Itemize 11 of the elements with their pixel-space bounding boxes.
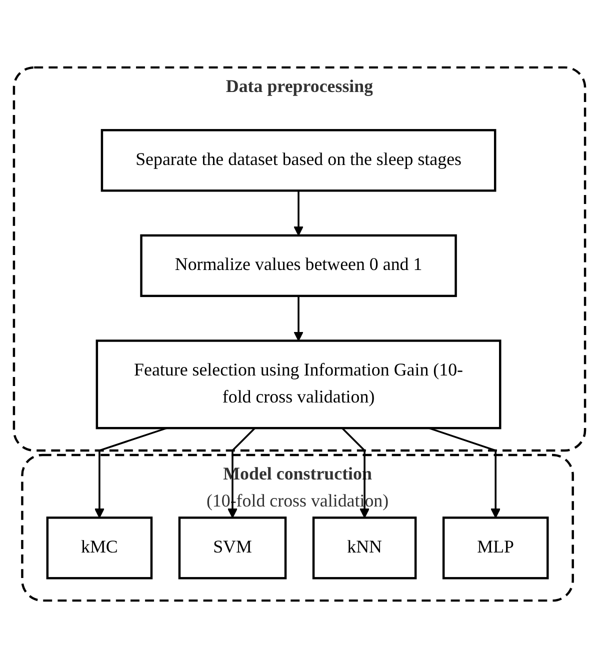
node-box: Separate the dataset based on the sleep stages bbox=[100, 129, 496, 192]
node-box: Feature selection using Information Gain (10-fold cross validation) bbox=[96, 340, 502, 430]
node-box: kMC bbox=[46, 516, 153, 580]
arrow bbox=[342, 427, 370, 518]
node-box: Normalize values between 0 and 1 bbox=[140, 234, 457, 298]
arrow bbox=[294, 190, 304, 236]
arrow bbox=[228, 427, 256, 518]
arrow bbox=[294, 296, 304, 342]
node-box: MLP bbox=[442, 516, 549, 580]
node-box: SVM bbox=[178, 516, 287, 580]
node-box: kNN bbox=[312, 516, 417, 580]
